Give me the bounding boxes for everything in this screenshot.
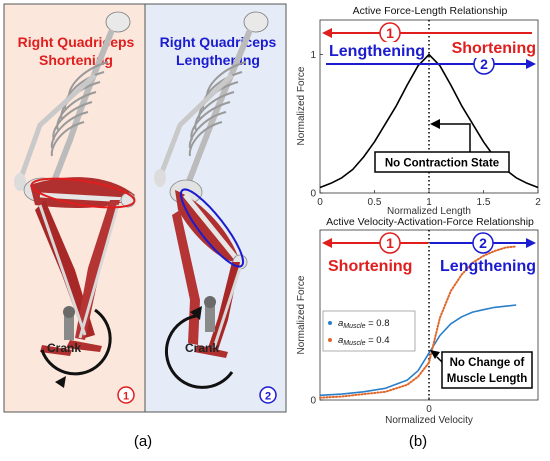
chart2-legend bbox=[322, 310, 416, 352]
chart2-xlabel: Normalized Velocity bbox=[385, 415, 473, 426]
chart2-lengthening-label: Lengthening bbox=[440, 258, 536, 275]
right-badge-circle bbox=[259, 386, 277, 404]
right-badge-number: 2 bbox=[265, 391, 271, 403]
chart2-annotation-line1: No Change of bbox=[450, 357, 525, 369]
chart1-arrow-left-head bbox=[322, 28, 332, 38]
legend-entry-0.8: aMuscle = 0.8 bbox=[338, 318, 390, 330]
chart1-title: Active Force-Length Relationship bbox=[353, 5, 508, 17]
left-badge-circle bbox=[117, 386, 135, 404]
chart2-ylabel: Normalized Force bbox=[296, 275, 307, 354]
left-crank-label: Crank bbox=[47, 341, 81, 355]
chart2-annotation-box bbox=[441, 351, 533, 389]
chart1-xtick-label: 1 bbox=[426, 197, 432, 208]
chart1-xtick-label: 2 bbox=[535, 197, 541, 208]
chart2-badge-2-number: 2 bbox=[479, 235, 487, 251]
chart2-marks: 00 bbox=[310, 230, 518, 415]
panel-b-label: (b) bbox=[409, 433, 427, 450]
legend-swatch-0.4 bbox=[328, 338, 332, 342]
right-title-line1: Right Quadriceps bbox=[160, 34, 277, 50]
chart1-ylabel: Normalized Force bbox=[296, 66, 307, 145]
chart1-badge-1-number: 1 bbox=[386, 25, 394, 41]
chart2-badge-1-number: 1 bbox=[386, 235, 394, 251]
chart2-ytick-label: 0 bbox=[310, 396, 316, 407]
chart1-annotation-arrow-head bbox=[430, 119, 440, 129]
chart2-series-0-line bbox=[319, 304, 517, 397]
panel-a: Right Quadriceps Shortening Right Quadri… bbox=[3, 3, 287, 450]
chart1-arrow-right-head bbox=[526, 59, 536, 69]
panel-a-label: (a) bbox=[134, 433, 152, 450]
chart2-arrow-right-head bbox=[526, 238, 536, 248]
chart2-arrow-left-head bbox=[322, 238, 332, 248]
left-title-line1: Right Quadriceps bbox=[18, 34, 135, 50]
chart2-series-1-line bbox=[319, 245, 518, 399]
chart2-annotation-line2: Muscle Length bbox=[447, 373, 528, 385]
chart1-shortening-label: Shortening bbox=[452, 40, 536, 57]
chart1-ytick-label: 0 bbox=[310, 189, 316, 200]
right-title-line2: Lengthening bbox=[176, 52, 260, 68]
chart2-xtick-label: 0 bbox=[426, 404, 432, 415]
chart1-lengthening-label: Lengthening bbox=[329, 43, 425, 60]
chart1-annotation-arrow bbox=[440, 123, 471, 152]
left-badge-number: 1 bbox=[123, 391, 129, 403]
chart2-badge-2 bbox=[472, 232, 494, 254]
right-crank-icon bbox=[164, 296, 234, 389]
chart1-ytick-label: 1 bbox=[310, 50, 316, 61]
chart1-badge-2-number: 2 bbox=[480, 56, 488, 72]
chart1-xtick-label: 1.5 bbox=[477, 197, 491, 208]
left-title-line2: Shortening bbox=[39, 52, 113, 68]
chart2-shortening-label: Shortening bbox=[328, 258, 412, 275]
left-crank-icon bbox=[40, 306, 112, 388]
chart1-annotation-text: No Contraction State bbox=[385, 158, 499, 170]
panel-b: Active Force-Length Relationship 0 0.5 1 1.… bbox=[296, 5, 541, 450]
chart2-annotation-arrow bbox=[436, 356, 443, 363]
chart1-annotation-box bbox=[374, 151, 510, 173]
left-quadriceps-highlight bbox=[30, 177, 136, 209]
right-crank-label: Crank bbox=[185, 341, 219, 355]
chart1-label-bg-right bbox=[440, 38, 535, 58]
chart1-xtick-label: 0 bbox=[317, 197, 323, 208]
legend-swatch-0.8 bbox=[328, 321, 332, 325]
chart2-badge-1 bbox=[379, 232, 401, 254]
left-skeleton-illustration bbox=[14, 11, 136, 356]
chart1-xtick-label: 0.5 bbox=[368, 197, 382, 208]
legend-entry-0.4: aMuscle = 0.4 bbox=[338, 335, 390, 347]
chart1-xlabel: Normalized Length bbox=[387, 206, 471, 217]
chart2-title: Active Velocity-Activation-Force Relatio… bbox=[326, 216, 534, 228]
chart1-label-bg-left bbox=[326, 42, 422, 60]
right-skeleton-illustration bbox=[154, 11, 269, 358]
right-quadriceps-highlight bbox=[179, 188, 245, 268]
chart2-annotation-arrow-head bbox=[430, 350, 440, 359]
